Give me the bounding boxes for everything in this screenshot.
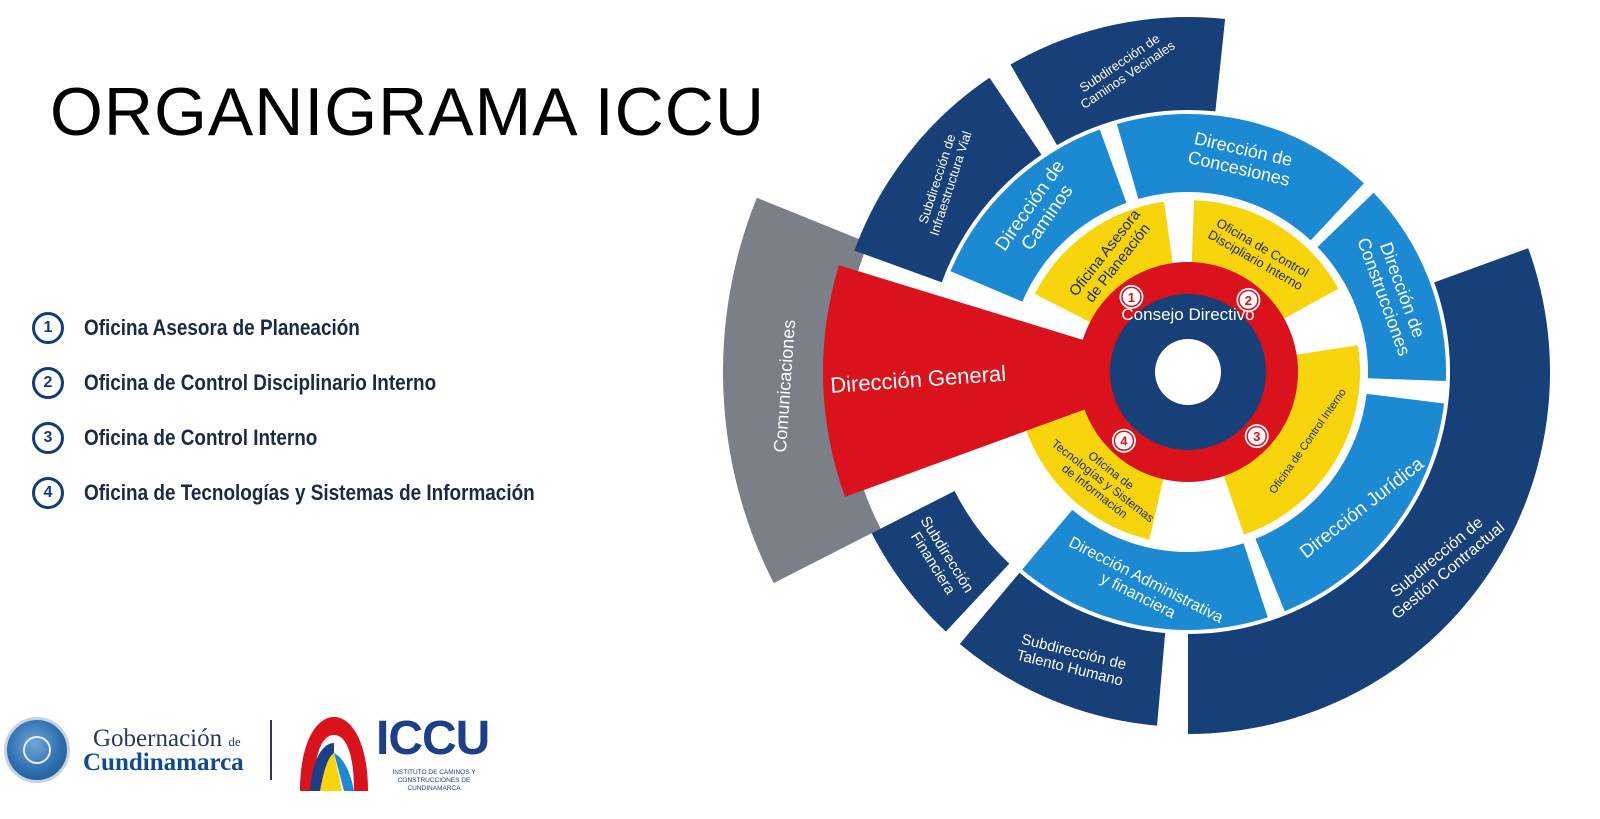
subdireccion-segment bbox=[959, 572, 1166, 726]
iccu-subtitle: INSTITUTO DE CAMINOS Y CONSTRUCCIONES DE… bbox=[392, 769, 476, 792]
legend-item: 2 Oficina de Control Disciplinario Inter… bbox=[32, 355, 592, 410]
legend-label: Oficina de Control Disciplinario Interno bbox=[84, 369, 437, 395]
ring-number-badge-border bbox=[1246, 425, 1267, 447]
legend-number-badge: 4 bbox=[32, 476, 64, 509]
direccion-segment bbox=[950, 129, 1127, 302]
center-hole bbox=[1155, 339, 1221, 405]
legend-label: Oficina de Control Interno bbox=[84, 424, 318, 450]
ring-number-badge bbox=[1244, 424, 1269, 449]
logo-divider bbox=[270, 720, 272, 780]
oficina-segment bbox=[1026, 406, 1166, 540]
subdireccion-segment bbox=[1188, 248, 1550, 734]
subdireccion-segment bbox=[854, 77, 1042, 283]
page-title: ORGANIGRAMA ICCU bbox=[50, 74, 765, 150]
legend: 1 Oficina Asesora de Planeación 2 Oficin… bbox=[32, 300, 592, 520]
legend-number-badge: 1 bbox=[32, 311, 64, 344]
ring-number-badge-border bbox=[1121, 286, 1142, 308]
direccion-segment bbox=[1022, 509, 1268, 630]
direccion-segment bbox=[1317, 192, 1446, 382]
direccion-segment bbox=[1116, 114, 1364, 241]
footer-logos: Gobernación de Cundinamarca ICCU INSTITU… bbox=[0, 705, 520, 805]
ring-number: 4 bbox=[1120, 434, 1128, 449]
direccion-general-segment bbox=[823, 265, 1099, 497]
ring-number-badge bbox=[1119, 284, 1144, 309]
legend-label: Oficina Asesora de Planeación bbox=[84, 314, 360, 340]
ring-number-badge-border bbox=[1238, 289, 1259, 311]
oficina-segment bbox=[1191, 200, 1339, 323]
gobernacion-wordmark: Gobernación de bbox=[93, 725, 241, 752]
ring-number-badge bbox=[1111, 428, 1136, 453]
ring-number: 3 bbox=[1253, 429, 1260, 444]
iccu-wordmark: ICCU bbox=[376, 712, 490, 765]
subdireccion-segment bbox=[871, 490, 1010, 632]
gobernacion-seal-logo bbox=[4, 717, 70, 783]
legend-item: 1 Oficina Asesora de Planeación bbox=[32, 300, 592, 355]
legend-label: Oficina de Tecnologías y Sistemas de Inf… bbox=[84, 479, 535, 505]
legend-number-badge: 2 bbox=[32, 366, 64, 399]
ring-number-badge bbox=[1236, 287, 1261, 312]
ring-number: 1 bbox=[1128, 290, 1135, 305]
legend-item: 3 Oficina de Control Interno bbox=[32, 410, 592, 465]
iccu-road-logo bbox=[300, 717, 368, 791]
direccion-segment bbox=[1255, 393, 1445, 612]
oficina-segment bbox=[1034, 201, 1174, 326]
legend-item: 4 Oficina de Tecnologías y Sistemas de I… bbox=[32, 465, 592, 520]
subdireccion-segment bbox=[1010, 16, 1226, 146]
cundinamarca-wordmark: Cundinamarca bbox=[83, 749, 244, 776]
oficina-segment bbox=[1221, 345, 1360, 535]
legend-number-badge: 3 bbox=[32, 421, 64, 454]
consejo-directivo-label: Consejo Directivo bbox=[1121, 305, 1254, 324]
ring-number-badge-border bbox=[1113, 430, 1135, 451]
ring-number: 2 bbox=[1245, 293, 1252, 308]
